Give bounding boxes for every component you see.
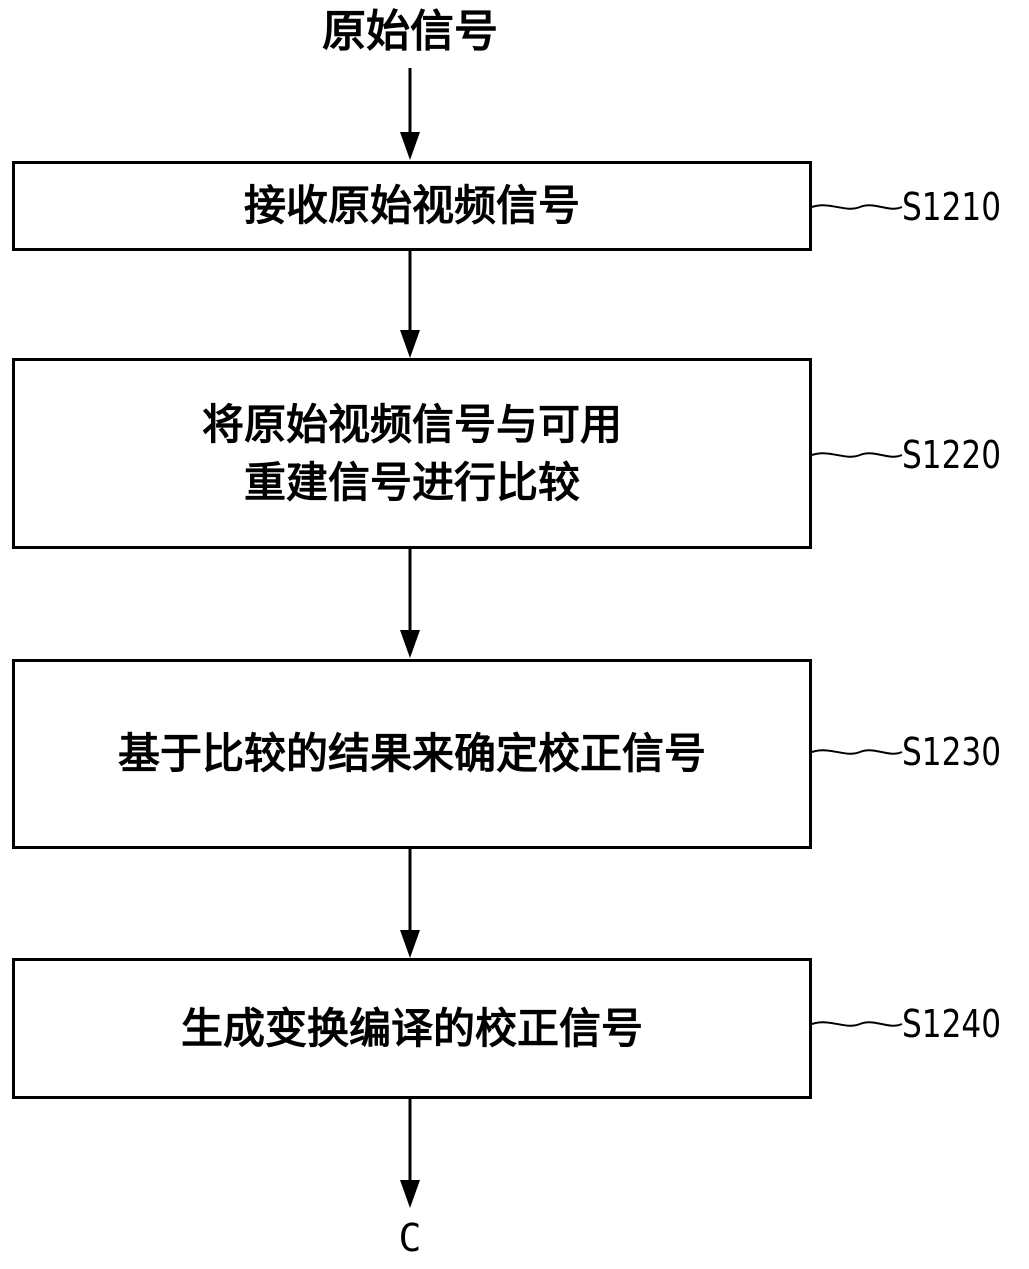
step-id-s1210: S1210 bbox=[902, 185, 1002, 229]
leader-s1220 bbox=[811, 452, 903, 458]
leader-s1230 bbox=[811, 749, 903, 755]
end-connector-label: C bbox=[398, 1216, 422, 1260]
step-text: 接收原始视频信号 bbox=[243, 181, 580, 230]
leader-s1240 bbox=[811, 1021, 903, 1027]
step-id-s1240: S1240 bbox=[902, 1002, 1002, 1046]
arrowhead-s1220-to-s1230 bbox=[400, 630, 420, 658]
step-id-s1220: S1220 bbox=[902, 433, 1002, 477]
start-label: 原始信号 bbox=[322, 6, 498, 57]
step-box-s1230: 基于比较的结果来确定校正信号 bbox=[12, 659, 812, 849]
arrowhead-start-to-s1210 bbox=[400, 132, 420, 160]
arrowhead-s1240-to-end bbox=[400, 1180, 420, 1208]
arrowhead-s1230-to-s1240 bbox=[400, 930, 420, 958]
step-text-line-1: 将原始视频信号与可用 bbox=[201, 399, 622, 449]
step-box-s1220: 将原始视频信号与可用 重建信号进行比较 bbox=[12, 358, 812, 549]
step-id-s1230: S1230 bbox=[902, 730, 1002, 774]
step-text: 生成变换编译的校正信号 bbox=[180, 1003, 643, 1053]
step-text-line-2: 重建信号进行比较 bbox=[243, 457, 580, 507]
step-text: 基于比较的结果来确定校正信号 bbox=[117, 729, 706, 778]
arrowhead-s1210-to-s1220 bbox=[400, 330, 420, 358]
step-box-s1210: 接收原始视频信号 bbox=[12, 161, 812, 251]
step-box-s1240: 生成变换编译的校正信号 bbox=[12, 958, 812, 1099]
leader-s1210 bbox=[811, 204, 903, 210]
